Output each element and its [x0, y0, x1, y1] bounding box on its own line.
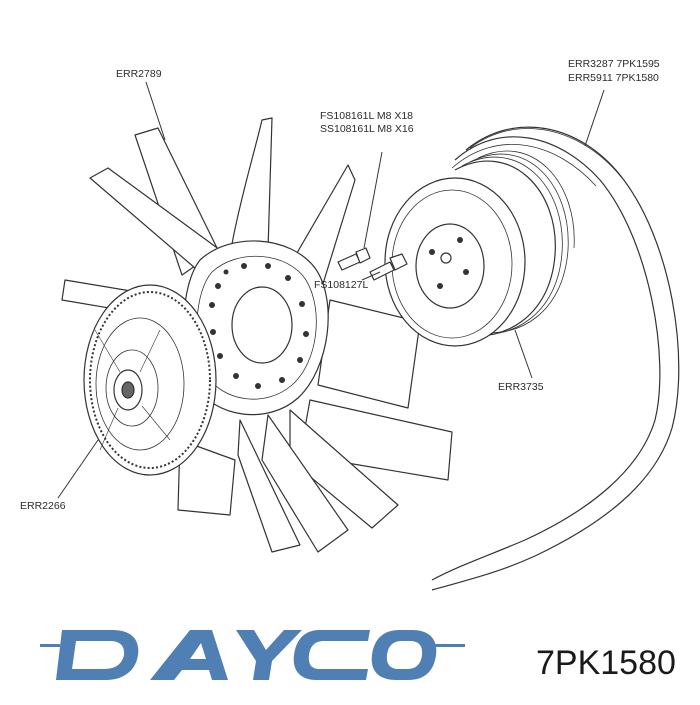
fan-clutch [83, 284, 217, 476]
drive-belt [431, 126, 680, 591]
logo-letter-c [293, 630, 370, 680]
logo-letter-y [236, 630, 302, 680]
bolt-fs108127l [369, 253, 408, 281]
part-number: 7PK1580 [536, 644, 676, 682]
callout-bolt-fs108127l: FS108127L [314, 279, 369, 291]
logo-letter-a [150, 630, 228, 680]
fan-blades [61, 117, 453, 553]
callout-belt-err5911: ERR5911 7PK1580 [568, 72, 659, 84]
crank-pulley [384, 150, 575, 347]
callout-bolt-ss: SS108161L M8 X16 [320, 123, 414, 135]
leader-lines [57, 81, 605, 499]
callout-bolt-fs: FS108161L M8 X18 [320, 110, 414, 122]
bolt-m8 [337, 247, 371, 271]
callout-fan-clutch: ERR2266 [20, 500, 66, 512]
logo-letter-o [371, 630, 437, 680]
callout-fan-blade: ERR2789 [116, 68, 162, 80]
dayco-logo [40, 630, 465, 680]
callout-pulley: ERR3735 [498, 381, 544, 393]
callout-belt-err3287: ERR3287 7PK1595 [568, 58, 660, 70]
logo-letter-d [56, 630, 139, 680]
fan-hub [182, 240, 329, 416]
